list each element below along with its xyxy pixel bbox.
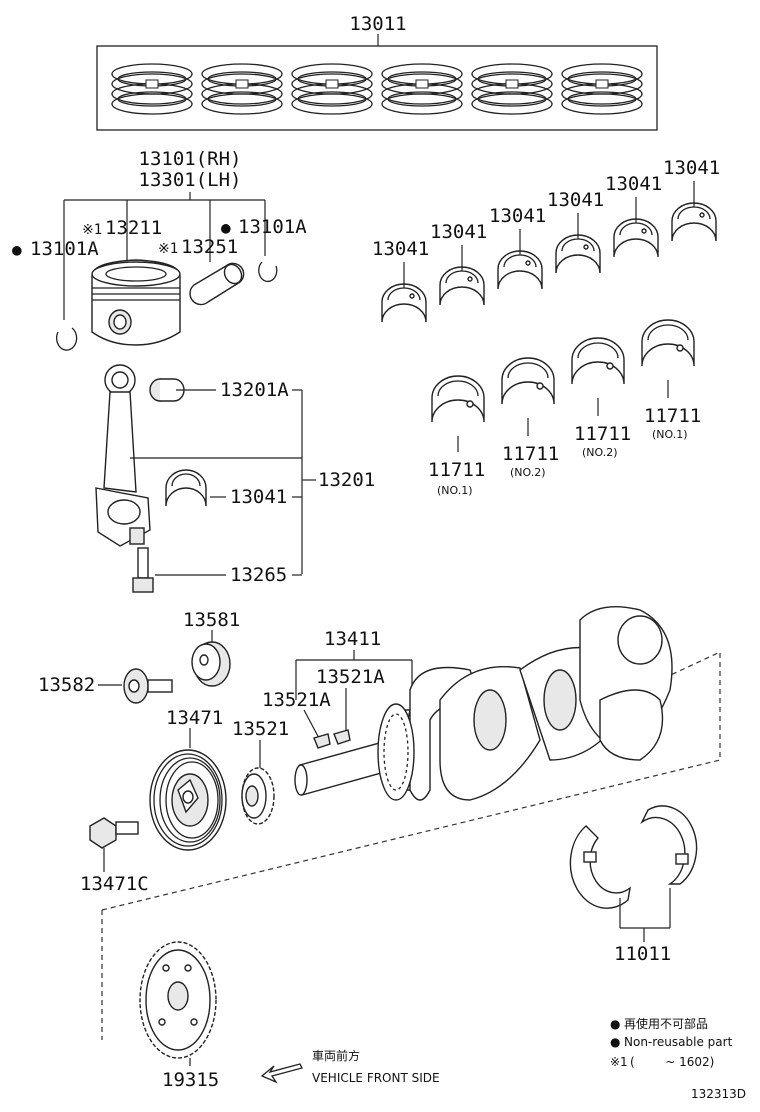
main-bearing-shell-11711-1 xyxy=(431,375,485,423)
asterisk-13251: ※1 xyxy=(158,241,178,257)
label-13041-5[interactable]: 13041 xyxy=(605,173,662,195)
label-13041-2[interactable]: 13041 xyxy=(430,221,487,243)
bolt-13471c-illustration xyxy=(89,817,139,849)
label-13521a-2[interactable]: 13521A xyxy=(262,689,331,711)
label-13101a-right[interactable]: 13101A xyxy=(238,216,307,238)
front-jp: 車両前方 xyxy=(312,1048,360,1063)
label-13471c[interactable]: 13471C xyxy=(80,873,149,895)
dot-13101a-left: ● xyxy=(12,240,22,259)
label-13411[interactable]: 13411 xyxy=(324,628,381,650)
pulley-13471-illustration xyxy=(149,749,227,851)
piston-illustration xyxy=(91,259,181,346)
piston-ring-set-5 xyxy=(471,63,553,115)
snap-ring-left xyxy=(55,327,78,351)
label-13581[interactable]: 13581 xyxy=(183,609,240,631)
label-13301-lh[interactable]: 13301(LH) xyxy=(139,169,242,191)
key-2 xyxy=(333,729,351,745)
key-1 xyxy=(313,733,331,749)
label-13041-6[interactable]: 13041 xyxy=(663,157,720,179)
bolt-13582-illustration xyxy=(123,668,173,704)
washer-13581-illustration xyxy=(191,641,231,687)
label-13011[interactable]: 13011 xyxy=(349,13,406,35)
label-11711-b[interactable]: 11711 xyxy=(502,443,559,465)
crankshaft-illustration xyxy=(294,605,673,801)
label-11711-c[interactable]: 11711 xyxy=(574,423,631,445)
thrust-washer-illustration xyxy=(569,805,698,909)
label-13471[interactable]: 13471 xyxy=(166,707,223,729)
vehicle-front-indicator: 車両前方 VEHICLE FRONT SIDE xyxy=(260,1048,440,1085)
piston-ring-set-4 xyxy=(381,63,463,115)
asterisk-13211: ※1 xyxy=(82,222,102,238)
sub-11711-a: (NO.1) xyxy=(437,484,473,497)
crankshaft-group: 13581 13582 13411 13521A 13521A xyxy=(38,605,721,1091)
dot-13101a-right: ● xyxy=(221,218,231,237)
piston-ring-set-group: 13011 xyxy=(96,13,658,131)
legend: ● 再使用不可部品 ● Non-reusable part ※1 ( ~ 160… xyxy=(610,1016,733,1069)
label-13265[interactable]: 13265 xyxy=(230,564,287,586)
label-11711-d[interactable]: 11711 xyxy=(644,405,701,427)
legend-line-3: ( ~ 1602) xyxy=(630,1055,714,1069)
bushing-illustration xyxy=(149,378,185,402)
front-arrow-icon xyxy=(260,1063,303,1084)
label-13521a-1[interactable]: 13521A xyxy=(316,666,385,688)
label-13201a[interactable]: 13201A xyxy=(220,379,289,401)
piston-assembly-group: 13101(RH) 13301(LH) ※1 13211 ● 13101A ● … xyxy=(12,148,307,351)
bearing-shell-13041-6 xyxy=(671,202,717,242)
label-13211[interactable]: 13211 xyxy=(105,217,162,239)
label-13101a-left[interactable]: 13101A xyxy=(30,238,99,260)
piston-ring-set-1 xyxy=(111,63,193,115)
piston-ring-sets xyxy=(111,63,643,115)
diagram-id: 132313D xyxy=(691,1087,746,1101)
bearing-shell-13041-3 xyxy=(497,250,543,290)
label-13041-rod[interactable]: 13041 xyxy=(230,486,287,508)
snap-ring-right xyxy=(258,261,278,283)
piston-ring-set-3 xyxy=(291,63,373,115)
label-13201[interactable]: 13201 xyxy=(318,469,375,491)
bearing-shell-13041-5 xyxy=(613,218,659,258)
bearing-shell-13041-2 xyxy=(439,266,485,306)
label-11711-a[interactable]: 11711 xyxy=(428,459,485,481)
label-13521[interactable]: 13521 xyxy=(232,718,289,740)
label-19315[interactable]: 19315 xyxy=(162,1069,219,1091)
crank-bearing-row: 13041 13041 13041 13041 13041 13041 xyxy=(372,157,720,323)
main-bearing-shell-11711-2 xyxy=(501,357,555,405)
main-bearing-shell-11711-4 xyxy=(641,319,695,367)
main-bearing-shell-11711-3 xyxy=(571,337,625,385)
legend-dot-2: ● xyxy=(610,1035,620,1049)
bearing-shell-13041-4 xyxy=(555,234,601,274)
front-en: VEHICLE FRONT SIDE xyxy=(312,1071,440,1085)
main-bearing-row: 11711 (NO.1) 11711 (NO.2) 11711 (NO.2) 1… xyxy=(428,319,701,497)
piston-ring-set-2 xyxy=(201,63,283,115)
sub-11711-c: (NO.2) xyxy=(582,446,618,459)
label-13041-1[interactable]: 13041 xyxy=(372,238,429,260)
rod-bearing-illustration xyxy=(165,469,207,507)
piston-ring-set-6 xyxy=(561,63,643,115)
label-13041-4[interactable]: 13041 xyxy=(547,189,604,211)
ring-set-box xyxy=(96,45,658,131)
connecting-rod-illustration xyxy=(95,364,151,547)
rod-bolt-illustration xyxy=(132,547,154,593)
piston-pin-illustration xyxy=(189,262,245,306)
label-13251[interactable]: 13251 xyxy=(181,236,238,258)
bearing-shell-13041-1 xyxy=(381,283,427,323)
label-13101-rh[interactable]: 13101(RH) xyxy=(139,148,242,170)
legend-dot-1: ● xyxy=(610,1017,620,1031)
label-13582[interactable]: 13582 xyxy=(38,674,95,696)
legend-mark-3: ※1 xyxy=(610,1055,628,1069)
sub-11711-b: (NO.2) xyxy=(510,466,546,479)
label-11011[interactable]: 11011 xyxy=(614,943,671,965)
sprocket-19315-illustration xyxy=(139,941,217,1059)
label-13041-3[interactable]: 13041 xyxy=(489,205,546,227)
dashed-boundary xyxy=(101,651,721,1040)
legend-line-1: 再使用不可部品 xyxy=(624,1016,708,1031)
legend-line-2: Non-reusable part xyxy=(624,1035,733,1049)
sub-11711-d: (NO.1) xyxy=(652,428,688,441)
gear-13521-illustration xyxy=(241,767,275,825)
connecting-rod-group: 13201A 13201 13041 13265 xyxy=(95,364,375,593)
